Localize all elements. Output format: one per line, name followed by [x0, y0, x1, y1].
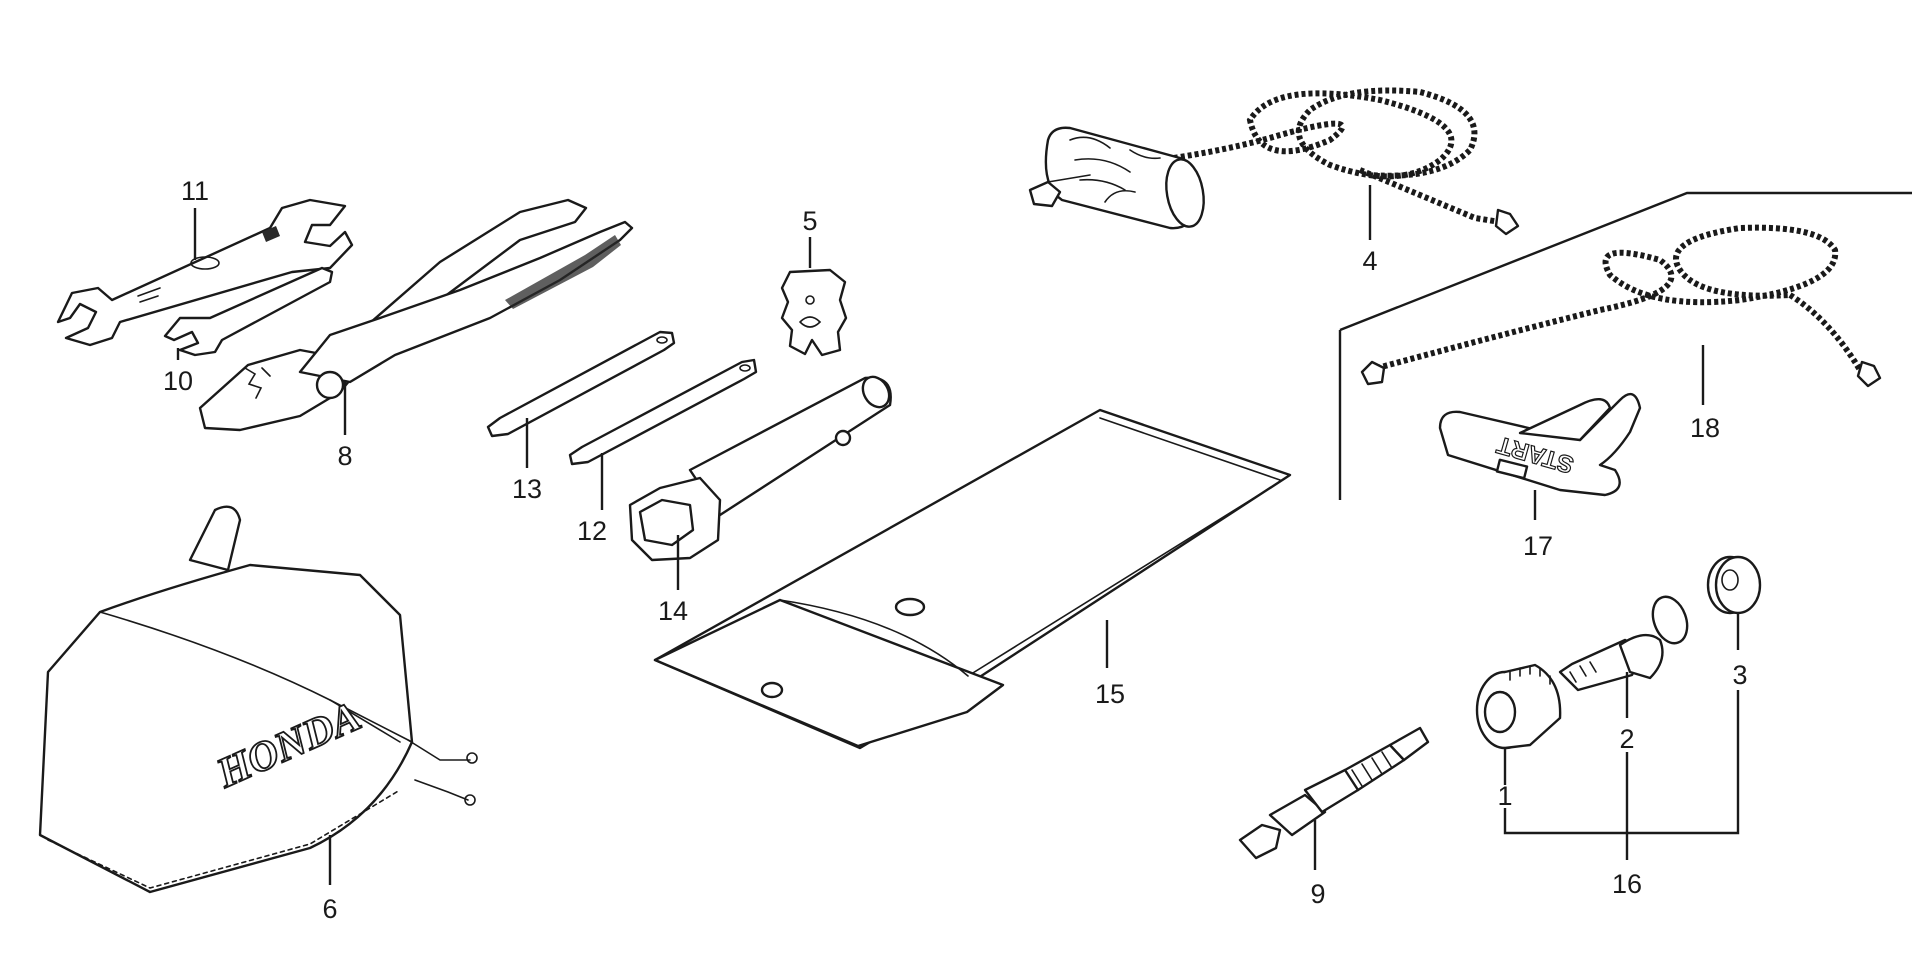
inset-frame: [1338, 191, 1912, 500]
callout-10: 10: [163, 366, 193, 396]
starter-rope: [1360, 224, 1882, 388]
washer-3: [1706, 555, 1762, 615]
screwdriver-13: [486, 330, 676, 438]
callout-12: 12: [577, 516, 607, 546]
leader-lines: [176, 185, 1740, 885]
engine-cover: HONDA: [38, 505, 478, 894]
engine-stop-clip: [780, 268, 848, 357]
spark-plug: [1238, 726, 1430, 860]
slip-joint-pliers: [198, 198, 634, 432]
screwdriver-12: [568, 358, 758, 466]
callout-14: 14: [658, 596, 688, 626]
callout-3: 3: [1732, 660, 1747, 690]
callout-13: 13: [512, 474, 542, 504]
tool-bag: [653, 408, 1292, 750]
callout-8: 8: [337, 441, 352, 471]
callout-1: 1: [1497, 781, 1512, 811]
callout-15: 15: [1095, 679, 1125, 709]
callout-6: 6: [322, 894, 337, 924]
spark-plug-wrench: [628, 375, 892, 562]
callout-4: 4: [1362, 246, 1377, 276]
starter-grip-rope: [1028, 87, 1520, 236]
starter-handle: START: [1438, 392, 1642, 497]
callout-5: 5: [802, 206, 817, 236]
callout-labels: 1 2 3 4 5 6 8 9 10 11 12 13 14 15 16 17 …: [163, 176, 1748, 924]
callout-2: 2: [1619, 724, 1634, 754]
callout-16: 16: [1612, 869, 1642, 899]
callout-11: 11: [181, 176, 209, 206]
drain-plug-1: [1475, 663, 1562, 750]
callout-17: 17: [1523, 531, 1553, 561]
callout-9: 9: [1310, 879, 1325, 909]
open-end-wrench-small: [163, 266, 334, 357]
drain-bolt-2: [1558, 595, 1689, 692]
callout-18: 18: [1690, 413, 1720, 443]
open-end-wrench-large: [56, 198, 354, 347]
